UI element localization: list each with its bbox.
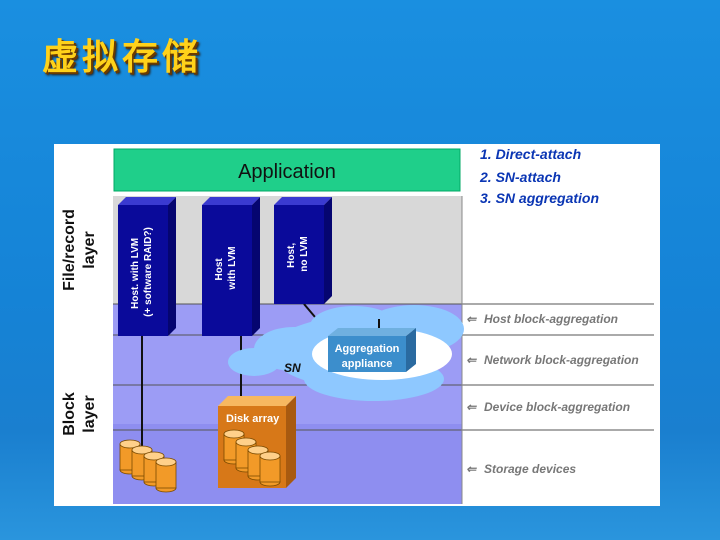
arrow-icon: ⇐ (466, 462, 477, 476)
device-block-aggregation-label: Device block-aggregation (484, 400, 630, 414)
arrow-icon: ⇐ (466, 400, 477, 414)
host2-box: Host with LVM (202, 197, 260, 336)
arrow-icon: ⇐ (466, 353, 477, 367)
array-disk-4 (259, 451, 281, 487)
disk-array-label: Disk array (226, 413, 280, 425)
network-block-aggregation-label: Network block-aggregation (484, 353, 639, 367)
host3-box: Host, no LVM (274, 197, 332, 304)
slide-title: 虚拟存储 (42, 36, 203, 78)
direct-disk-cylinders (119, 439, 177, 493)
storage-devices-label: Storage devices (484, 462, 576, 476)
array-disk-cylinders (223, 429, 281, 487)
legend-item-sn-aggregation: 3. SN aggregation (480, 190, 599, 206)
svg-text:Host. with LVM (+ softwa: Host. with LVM (+ software RAID?) (130, 227, 154, 317)
svg-text:appliance: appliance (342, 358, 393, 370)
host-block-aggregation-label: Host block-aggregation (484, 312, 618, 326)
direct-disk-4 (155, 457, 177, 493)
application-label: Application (238, 161, 336, 183)
host1-box: Host. with LVM (+ software RAID?) (118, 197, 176, 336)
aggregation-levels: ⇐ Host block-aggregation ⇐ Network block… (466, 312, 639, 476)
application-bar (113, 148, 461, 192)
legend-item-direct-attach: 1. Direct-attach (480, 146, 581, 162)
svg-text:Host with LVM: Host with LVM (214, 246, 238, 290)
aggregation-appliance: Aggregation appliance (328, 328, 416, 372)
legend: 1. Direct-attach 2. SN-attach 3. SN aggr… (479, 146, 599, 206)
sn-label: SN (284, 361, 301, 375)
svg-text:Aggregation: Aggregation (335, 343, 400, 355)
svg-text:Host, no LVM: Host, no LVM (286, 236, 310, 271)
legend-item-sn-attach: 2. SN-attach (479, 169, 561, 185)
arrow-icon: ⇐ (466, 312, 477, 326)
